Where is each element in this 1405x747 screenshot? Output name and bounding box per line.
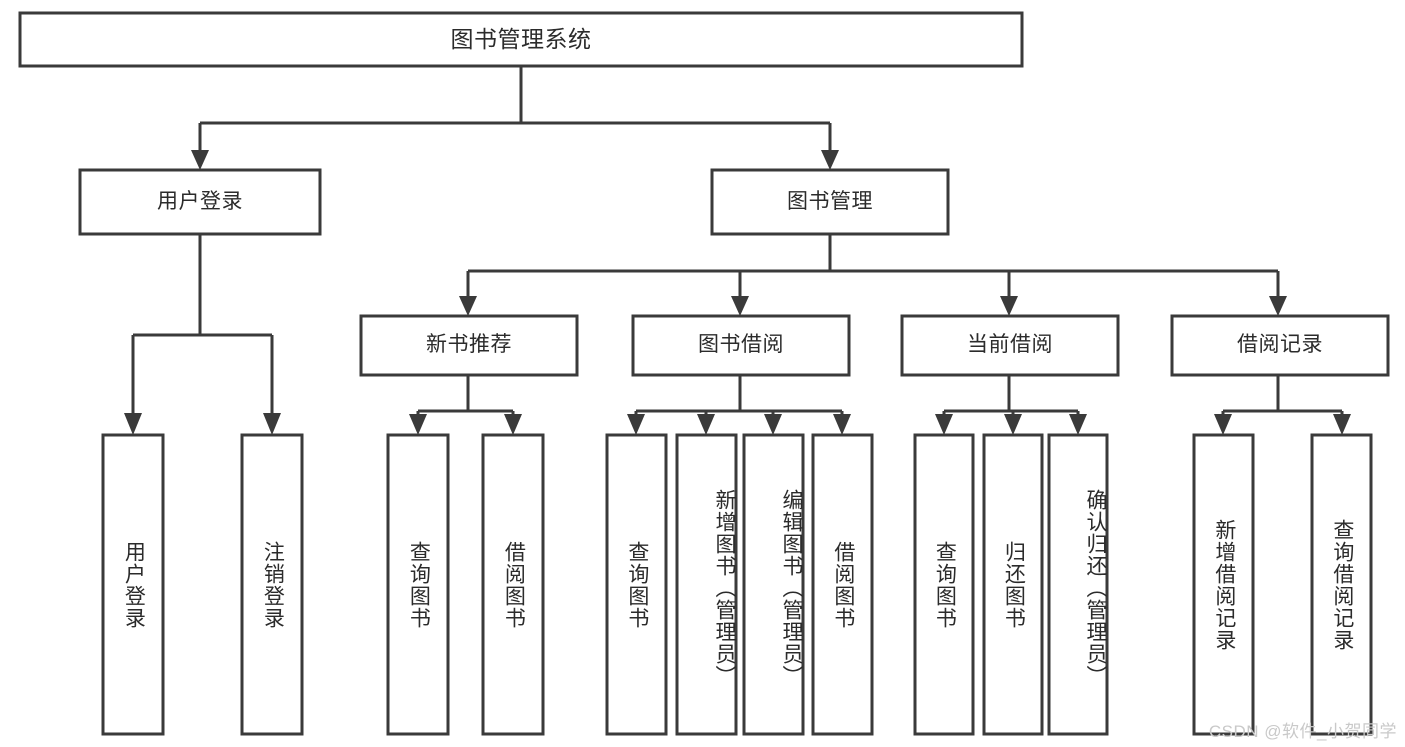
node-box-user-login[interactable] xyxy=(78,168,322,236)
node-box-leaf-return-book[interactable] xyxy=(982,433,1044,736)
arrowhead-leaf-query-borrow-record xyxy=(1333,414,1351,435)
arrowhead-book-management xyxy=(821,150,839,170)
arrowhead-book-borrow xyxy=(731,296,749,316)
node-box-leaf-borrow-book-1[interactable] xyxy=(481,433,545,736)
node-box-leaf-user-login[interactable] xyxy=(101,433,165,736)
node-box-borrow-record[interactable] xyxy=(1170,314,1390,377)
node-box-leaf-add-borrow-record[interactable] xyxy=(1192,433,1255,736)
arrowhead-leaf-return-book xyxy=(1004,414,1022,435)
node-box-current-borrow[interactable] xyxy=(900,314,1120,377)
arrowhead-leaf-query-book-2 xyxy=(627,414,645,435)
arrowhead-leaf-add-book-admin xyxy=(697,414,715,435)
node-box-leaf-logout-login[interactable] xyxy=(240,433,304,736)
arrowhead-user-login xyxy=(191,150,209,170)
arrowhead-leaf-query-book-3 xyxy=(935,414,953,435)
node-box-leaf-confirm-return-admin[interactable] xyxy=(1047,433,1109,736)
arrowhead-leaf-logout-login xyxy=(263,413,281,435)
node-box-book-borrow[interactable] xyxy=(631,314,851,377)
arrowhead-leaf-borrow-book-2 xyxy=(833,414,851,435)
node-box-leaf-query-book-1[interactable] xyxy=(386,433,450,736)
arrowhead-borrow-record xyxy=(1269,296,1287,316)
node-box-root[interactable] xyxy=(18,11,1024,68)
node-box-leaf-edit-book-admin[interactable] xyxy=(742,433,805,736)
node-box-leaf-query-book-2[interactable] xyxy=(605,433,668,736)
arrowhead-leaf-edit-book-admin xyxy=(764,414,782,435)
node-box-leaf-query-borrow-record[interactable] xyxy=(1310,433,1373,736)
arrowhead-leaf-borrow-book-1 xyxy=(504,414,522,435)
arrowhead-new-book-recommend xyxy=(459,296,477,316)
arrowhead-leaf-query-book-1 xyxy=(409,414,427,435)
node-box-leaf-borrow-book-2[interactable] xyxy=(811,433,874,736)
arrowhead-leaf-user-login xyxy=(124,413,142,435)
node-box-leaf-query-book-3[interactable] xyxy=(913,433,975,736)
arrowhead-leaf-confirm-return-admin xyxy=(1069,414,1087,435)
node-box-leaf-add-book-admin[interactable] xyxy=(675,433,738,736)
arrowhead-current-borrow xyxy=(1000,296,1018,316)
arrowhead-leaf-add-borrow-record xyxy=(1214,414,1232,435)
node-box-book-management[interactable] xyxy=(710,168,950,236)
node-box-new-book-recommend[interactable] xyxy=(359,314,579,377)
